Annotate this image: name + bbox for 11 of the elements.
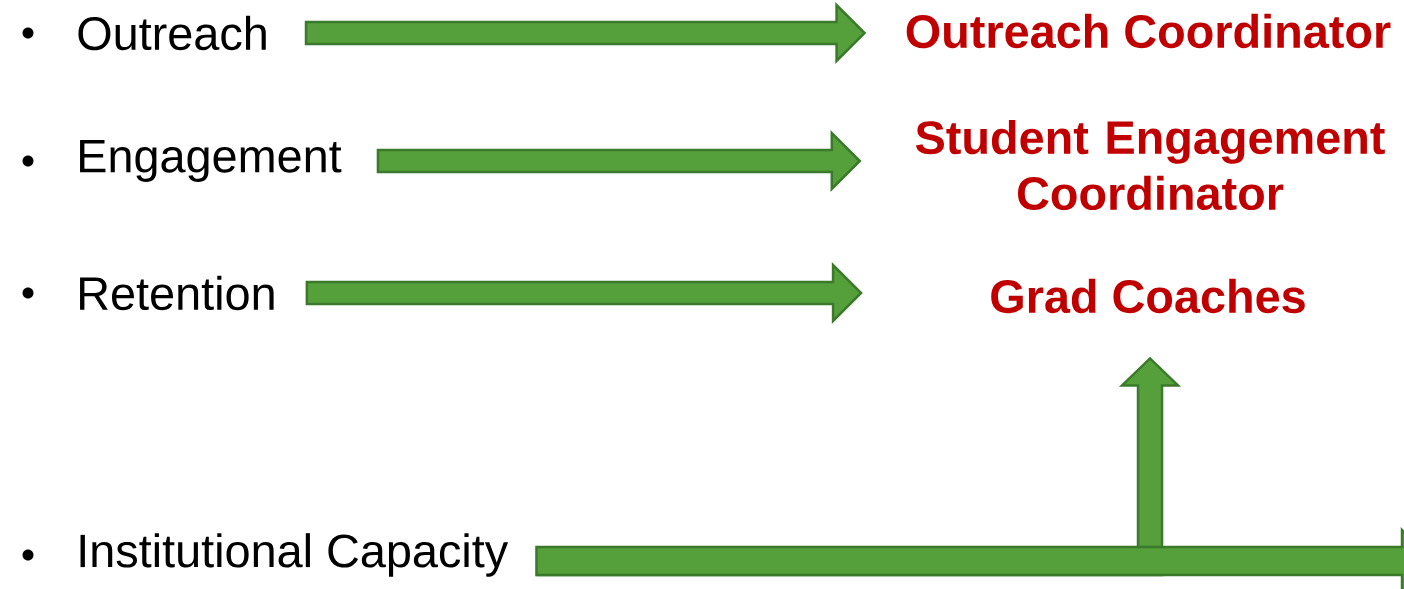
list-item-text: Engagement	[80, 140, 342, 182]
block-arrow	[304, 2, 867, 64]
role-label: Student Engagement Coordinator	[915, 119, 1385, 211]
block-arrow	[535, 526, 1404, 589]
block-arrow	[305, 261, 863, 324]
list-item-text: Outreach	[78, 15, 266, 51]
role-label: Outreach Coordinator	[906, 13, 1391, 49]
block-arrow	[376, 129, 862, 192]
role-label: Grad Coaches	[991, 278, 1305, 314]
list-item-text: Retention	[80, 275, 274, 311]
list-item-text: Institutional Capacity	[80, 533, 509, 577]
